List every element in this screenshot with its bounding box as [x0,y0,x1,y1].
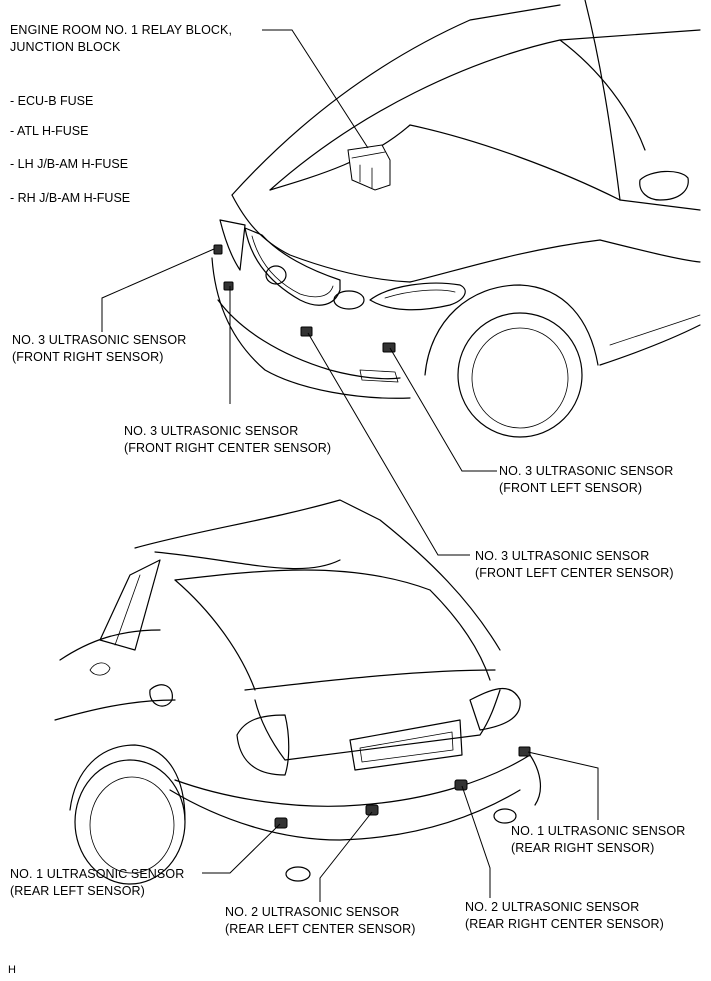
front-left-center-sensor-label: NO. 3 ULTRASONIC SENSOR (FRONT LEFT CENT… [475,548,674,582]
leader-rear-left-center [319,811,373,902]
rear-right-center-sensor-line1: NO. 2 ULTRASONIC SENSOR [465,900,640,914]
front-right-center-sensor-label: NO. 3 ULTRASONIC SENSOR (FRONT RIGHT CEN… [124,423,331,457]
sensor-front-left-center-icon [300,326,313,337]
front-left-sensor-label: NO. 3 ULTRASONIC SENSOR (FRONT LEFT SENS… [499,463,673,497]
front-left-sensor-line2: (FRONT LEFT SENSOR) [499,481,643,495]
rear-right-center-sensor-label: NO. 2 ULTRASONIC SENSOR (REAR RIGHT CENT… [465,899,664,933]
fuse-item: - ECU-B FUSE [10,94,94,108]
rear-left-sensor-line1: NO. 1 ULTRASONIC SENSOR [10,867,185,881]
rear-right-center-sensor-line2: (REAR RIGHT CENTER SENSOR) [465,917,664,931]
sensor-rear-right-center-icon [454,779,468,791]
rear-right-sensor-label: NO. 1 ULTRASONIC SENSOR (REAR RIGHT SENS… [511,823,685,857]
leader-rear-right-center [461,785,491,898]
leader-rear-right [527,751,599,820]
corner-mark: H [8,964,17,976]
front-right-sensor-line2: (FRONT RIGHT SENSOR) [12,350,164,364]
relay-block-label-line1: ENGINE ROOM NO. 1 RELAY BLOCK, [10,23,233,37]
rear-left-sensor-line2: (REAR LEFT SENSOR) [10,884,145,898]
leader-relay-block [262,29,369,149]
rear-left-center-sensor-label: NO. 2 ULTRASONIC SENSOR (REAR LEFT CENTE… [225,904,416,938]
front-car-drawing [211,0,701,438]
leader-front-right [101,248,215,332]
rear-left-center-sensor-line2: (REAR LEFT CENTER SENSOR) [225,922,416,936]
front-left-center-sensor-line1: NO. 3 ULTRASONIC SENSOR [475,549,650,563]
leader-rear-left [202,823,281,874]
sensor-front-right-center-icon [223,281,234,291]
rear-left-sensor-label: NO. 1 ULTRASONIC SENSOR (REAR LEFT SENSO… [10,866,184,900]
sensor-front-right-icon [213,244,223,255]
rear-right-sensor-line1: NO. 1 ULTRASONIC SENSOR [511,824,686,838]
sensor-front-left-icon [382,342,396,353]
rear-right-sensor-line2: (REAR RIGHT SENSOR) [511,841,655,855]
front-left-center-sensor-line2: (FRONT LEFT CENTER SENSOR) [475,566,674,580]
front-left-sensor-line1: NO. 3 ULTRASONIC SENSOR [499,464,674,478]
fuse-item: - RH J/B-AM H-FUSE [10,191,131,205]
front-right-center-sensor-line2: (FRONT RIGHT CENTER SENSOR) [124,441,332,455]
fuse-item: - ATL H-FUSE [10,124,89,138]
rear-left-center-sensor-line1: NO. 2 ULTRASONIC SENSOR [225,905,400,919]
leader-front-left-center [307,332,470,556]
sensor-rear-right-icon [518,746,531,757]
relay-block-icon [347,144,391,191]
sensor-rear-left-center-icon [365,804,379,816]
leader-lines [101,29,599,902]
front-right-sensor-line1: NO. 3 ULTRASONIC SENSOR [12,333,187,347]
front-right-sensor-label: NO. 3 ULTRASONIC SENSOR (FRONT RIGHT SEN… [12,332,186,366]
relay-block-label-line2: JUNCTION BLOCK [10,40,121,54]
leader-front-left [389,347,497,472]
fuse-item: - LH J/B-AM H-FUSE [10,157,129,171]
relay-block-label: ENGINE ROOM NO. 1 RELAY BLOCK, JUNCTION … [10,22,232,56]
rear-car-drawing [54,499,542,885]
front-right-center-sensor-line1: NO. 3 ULTRASONIC SENSOR [124,424,299,438]
